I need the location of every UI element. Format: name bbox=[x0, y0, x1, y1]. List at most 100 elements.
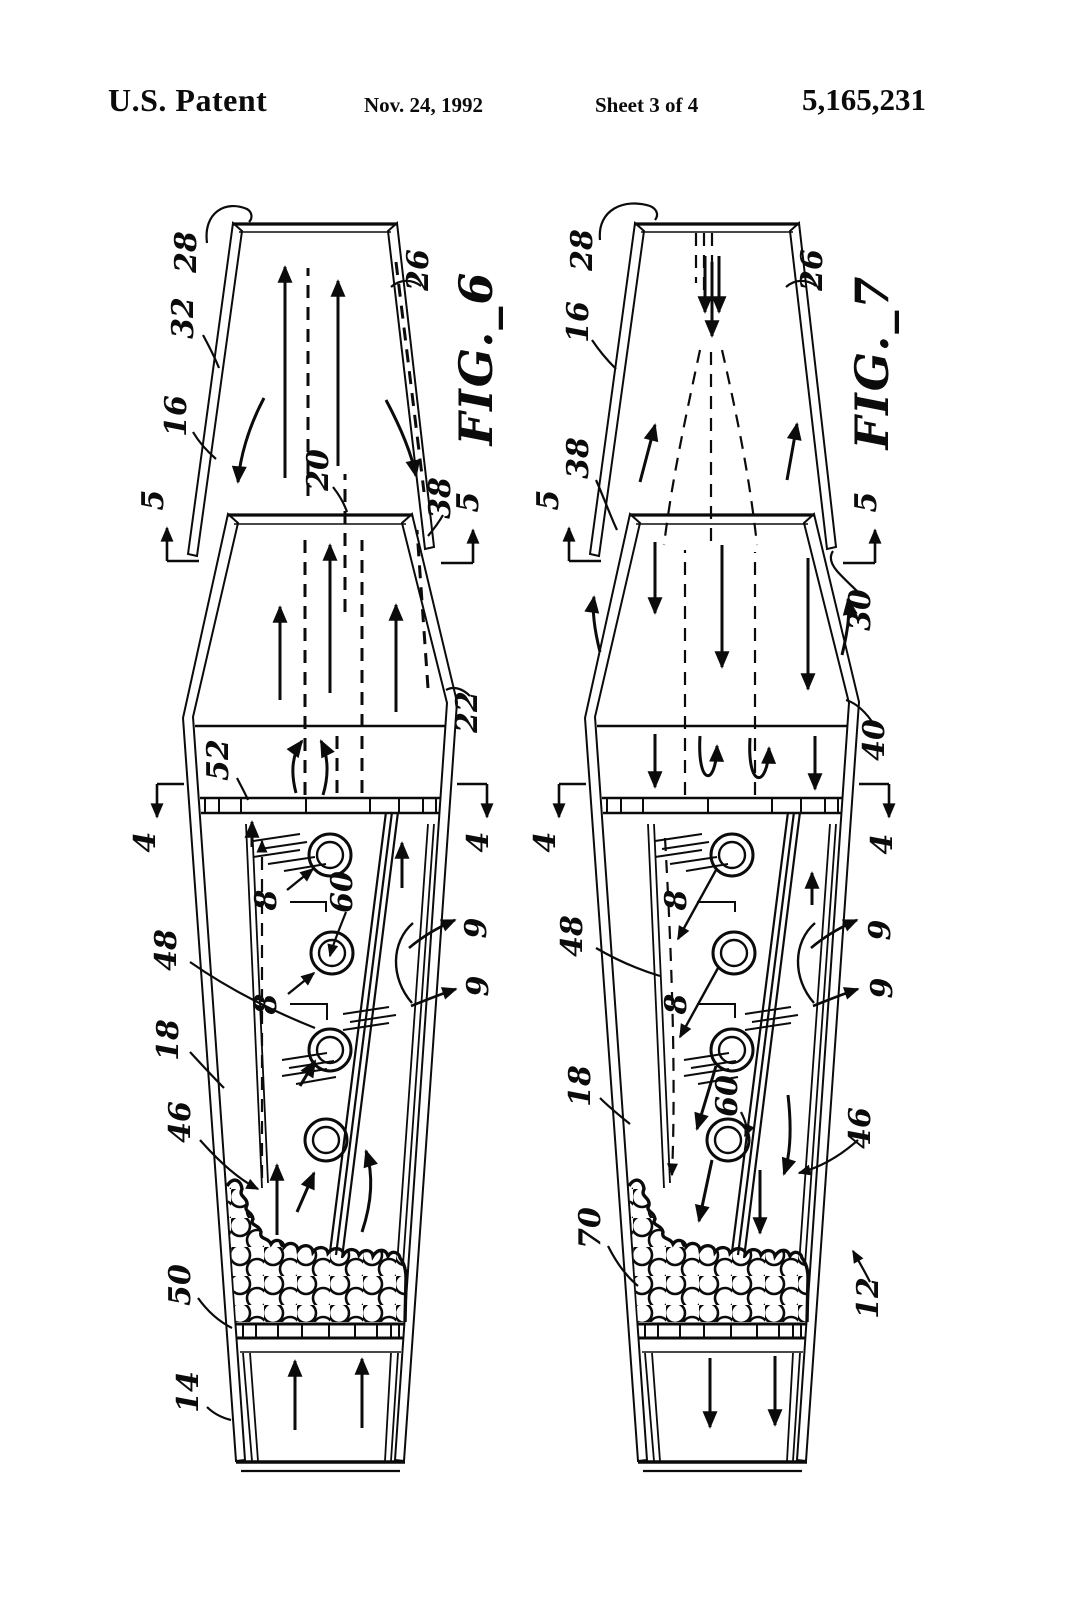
ref-label-48: 48 bbox=[149, 929, 184, 971]
fig6-flow-arrows bbox=[231, 261, 430, 1430]
section-label-4-right: 4 bbox=[865, 834, 900, 855]
fig6-orifice-elbows bbox=[290, 901, 328, 1020]
device-section-geometry bbox=[150, 220, 494, 1473]
feed-tube-bundle bbox=[328, 811, 400, 1259]
fig7-leader-lines bbox=[591, 202, 876, 1287]
ref-label-40: 40 bbox=[857, 719, 892, 761]
ref-label-46: 46 bbox=[163, 1101, 198, 1143]
section-label-4-left: 4 bbox=[128, 832, 163, 853]
fig7-leader-46 bbox=[797, 1139, 859, 1176]
fig7-side-up-arrow bbox=[785, 422, 802, 481]
section-9-arc bbox=[394, 922, 414, 1004]
ref-label-38: 38 bbox=[423, 477, 458, 519]
fig6-shoulder-curl-arrow bbox=[286, 739, 304, 794]
section-9-arrow-lower bbox=[410, 987, 458, 1008]
fig7-flow-arrows bbox=[584, 233, 858, 1429]
patent-title: U.S. Patent bbox=[108, 82, 268, 118]
ref-label-14: 14 bbox=[171, 1371, 206, 1413]
lower-duct-liners bbox=[242, 1352, 399, 1462]
section-label-4-right: 4 bbox=[461, 832, 496, 853]
fig6-leaders bbox=[189, 204, 471, 1422]
ref-label-12: 12 bbox=[851, 1277, 886, 1319]
section-label-5-right: 5 bbox=[451, 492, 486, 513]
fig7-side-up-arrow bbox=[638, 423, 659, 483]
ref-label-22: 22 bbox=[450, 691, 485, 734]
ref-label-70: 70 bbox=[573, 1207, 608, 1249]
fig6-curved-up-arrow bbox=[360, 1149, 378, 1233]
section-label-9-lower: 9 bbox=[865, 977, 900, 998]
section-label-5-left: 5 bbox=[531, 490, 566, 511]
section-label-9-upper: 9 bbox=[459, 917, 494, 938]
ref-label-48: 48 bbox=[555, 915, 590, 957]
ref-label-32: 32 bbox=[166, 297, 201, 339]
section-label-9-upper: 9 bbox=[863, 919, 898, 940]
fig6-shoulder-curl-arrow bbox=[319, 739, 335, 796]
fig7-leader-12 bbox=[852, 1249, 871, 1283]
fig6-dashed-flow-lines bbox=[303, 261, 430, 795]
ref-label-8-lower: 8 bbox=[249, 993, 284, 1015]
ref-label-46: 46 bbox=[843, 1107, 878, 1149]
upper-tube-right-wall bbox=[386, 220, 436, 551]
ref-label-26: 26 bbox=[795, 249, 830, 292]
fig6-caption: FIG._6 bbox=[449, 271, 503, 448]
granular-bed-beads bbox=[227, 1180, 406, 1322]
section-9-arrow-upper bbox=[408, 918, 457, 949]
upper-tube-left-wall bbox=[186, 221, 244, 558]
plate-ticks bbox=[204, 799, 437, 812]
section-label-5-left: 5 bbox=[136, 490, 171, 511]
ref-label-26: 26 bbox=[401, 249, 436, 292]
fig6-arrow-to-orifice bbox=[298, 1059, 317, 1087]
ref-label-18: 18 bbox=[563, 1065, 598, 1107]
ref-label-18: 18 bbox=[151, 1019, 186, 1061]
section-label-5-right: 5 bbox=[849, 492, 884, 513]
ref-label-50: 50 bbox=[163, 1264, 198, 1306]
ref-label-28: 28 bbox=[169, 231, 204, 274]
fig7-dashed-down-arrow bbox=[663, 837, 678, 1177]
orifice-rings bbox=[303, 832, 355, 1163]
distribution-plate bbox=[200, 796, 441, 815]
ref-label-20: 20 bbox=[301, 449, 336, 492]
ref-label-30: 30 bbox=[843, 589, 878, 631]
sheet-indicator: Sheet 3 of 4 bbox=[595, 93, 699, 117]
fig6-leader-60 bbox=[327, 911, 348, 958]
bed-screen bbox=[236, 1322, 405, 1340]
ref-label-60: 60 bbox=[710, 1075, 745, 1117]
fig7-leaders bbox=[591, 202, 876, 1287]
fig7-uturn-arrow bbox=[748, 737, 777, 779]
fig7-caption: FIG._7 bbox=[845, 275, 899, 452]
fig6-arrow-to-orifice bbox=[295, 1171, 316, 1213]
granular-bed-surface bbox=[225, 1178, 408, 1323]
ref-label-52: 52 bbox=[201, 739, 236, 781]
ref-label-8-lower: 8 bbox=[659, 993, 694, 1015]
ref-label-60: 60 bbox=[325, 871, 360, 913]
fig6-orifice-arrow bbox=[287, 972, 316, 995]
figure-7-geometry bbox=[559, 223, 889, 1471]
fig6-labels: 28 32 16 20 26 38 5 5 22 52 4 4 8 60 8 4… bbox=[128, 231, 503, 1413]
ref-label-8-upper: 8 bbox=[659, 889, 694, 911]
ref-label-16: 16 bbox=[159, 395, 194, 437]
fig6-entrain-arrow-right bbox=[384, 399, 421, 478]
screen-ticks bbox=[242, 1325, 400, 1337]
ref-label-38: 38 bbox=[561, 437, 596, 479]
fig7-orifice-out-arrow bbox=[694, 1159, 714, 1223]
ref-label-28: 28 bbox=[565, 229, 600, 272]
fig6-entrain-arrow-left bbox=[231, 397, 266, 484]
ref-label-16: 16 bbox=[561, 301, 596, 343]
fig7-orifice-elbows bbox=[697, 901, 736, 1018]
fig6-leader-46 bbox=[199, 1139, 260, 1190]
fig6-orifice-arrow bbox=[286, 868, 315, 891]
fig7-gap-up-arrow bbox=[840, 597, 858, 656]
patent-date: Nov. 24, 1992 bbox=[364, 93, 484, 117]
section-label-9-lower: 9 bbox=[461, 975, 496, 996]
fig7-curved-down-arrow bbox=[781, 1094, 797, 1176]
ref-label-8-upper: 8 bbox=[249, 889, 284, 911]
shell-right-wall bbox=[393, 512, 459, 1463]
shell-left-wall bbox=[181, 512, 247, 1463]
fig7-leader-60 bbox=[740, 1111, 755, 1138]
fig7-orifice-arrow bbox=[678, 967, 720, 1039]
fig7-uturn-arrow bbox=[698, 735, 725, 778]
patent-number: 5,165,231 bbox=[802, 82, 926, 117]
patent-drawing: 28 32 16 20 26 38 5 5 22 52 4 4 8 60 8 4… bbox=[128, 202, 900, 1600]
fig7-orifice-out-arrow bbox=[694, 1065, 718, 1131]
